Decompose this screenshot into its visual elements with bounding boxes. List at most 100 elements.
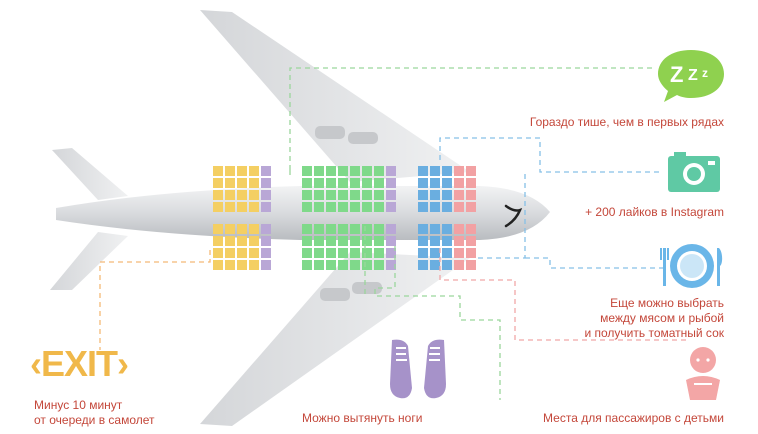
- seat-green: [362, 248, 372, 258]
- seat-green: [386, 166, 396, 176]
- seat-blue: [418, 236, 428, 246]
- seat-yellow: [249, 166, 259, 176]
- label-food-2: между мясом и рыбой: [600, 311, 724, 325]
- seat-blue: [454, 166, 464, 176]
- seat-green: [374, 236, 384, 246]
- seat-green: [338, 178, 348, 188]
- seat-green: [302, 236, 312, 246]
- seat-blue: [430, 248, 440, 258]
- seat-green: [326, 248, 336, 258]
- seat-blue: [454, 190, 464, 200]
- wing-bottom: [200, 252, 470, 426]
- seat-green: [314, 260, 324, 270]
- seat-green: [374, 190, 384, 200]
- seat-yellow: [249, 224, 259, 234]
- seat-green: [314, 236, 324, 246]
- seat-yellow: [225, 224, 235, 234]
- cockpit-window: [504, 204, 523, 228]
- seat-blue: [442, 224, 452, 234]
- svg-text:Z: Z: [688, 67, 698, 84]
- seat-blue: [454, 178, 464, 188]
- seat-yellow: [213, 224, 223, 234]
- seat-yellow: [261, 202, 271, 212]
- seat-green: [350, 236, 360, 246]
- seat-green: [374, 178, 384, 188]
- seat-green: [314, 190, 324, 200]
- seat-green: [362, 166, 372, 176]
- seat-yellow: [237, 248, 247, 258]
- seat-green: [314, 166, 324, 176]
- seat-blue: [442, 202, 452, 212]
- seat-green: [302, 190, 312, 200]
- seat-blue: [454, 236, 464, 246]
- plate-cutlery-icon: [660, 244, 723, 288]
- seat-green: [386, 236, 396, 246]
- seat-blue: [418, 190, 428, 200]
- seat-blue: [430, 190, 440, 200]
- seat-yellow: [225, 178, 235, 188]
- engine-4: [352, 282, 382, 294]
- seat-green: [350, 178, 360, 188]
- seat-yellow: [225, 190, 235, 200]
- seat-yellow: [237, 260, 247, 270]
- seat-green: [314, 248, 324, 258]
- seat-blue: [466, 260, 476, 270]
- seat-blue: [430, 166, 440, 176]
- sleep-bubble-icon: Z Z z: [658, 50, 724, 102]
- label-quiet: Гораздо тише, чем в первых рядах: [529, 115, 724, 129]
- seat-blue: [442, 236, 452, 246]
- seat-yellow: [237, 236, 247, 246]
- seat-green: [302, 202, 312, 212]
- seat-yellow: [249, 190, 259, 200]
- seat-blue: [454, 248, 464, 258]
- seat-green: [362, 178, 372, 188]
- seat-green: [350, 166, 360, 176]
- seat-yellow: [237, 166, 247, 176]
- seat-blue: [418, 166, 428, 176]
- tail-top: [52, 148, 128, 200]
- seat-blue: [454, 202, 464, 212]
- seat-yellow: [213, 166, 223, 176]
- seat-blue: [442, 260, 452, 270]
- seat-green: [338, 248, 348, 258]
- seat-blue: [442, 166, 452, 176]
- seat-yellow: [261, 248, 271, 258]
- seat-green: [302, 166, 312, 176]
- seat-blue: [454, 224, 464, 234]
- seat-yellow: [225, 202, 235, 212]
- seat-yellow: [225, 260, 235, 270]
- seat-green: [338, 236, 348, 246]
- seat-green: [386, 248, 396, 258]
- seat-green: [374, 224, 384, 234]
- seat-yellow: [249, 202, 259, 212]
- seat-green: [386, 260, 396, 270]
- seat-green: [338, 202, 348, 212]
- seat-yellow: [213, 236, 223, 246]
- seat-green: [326, 190, 336, 200]
- seat-map: [213, 166, 476, 270]
- seat-green: [314, 178, 324, 188]
- seat-blue: [442, 178, 452, 188]
- leader-legs: [374, 246, 501, 400]
- seat-green: [362, 190, 372, 200]
- seat-yellow: [213, 178, 223, 188]
- seat-yellow: [261, 178, 271, 188]
- seat-blue: [418, 260, 428, 270]
- svg-text:Z: Z: [670, 62, 683, 87]
- seat-blue: [466, 236, 476, 246]
- seat-green: [386, 224, 396, 234]
- seat-blue: [466, 190, 476, 200]
- seat-green: [326, 260, 336, 270]
- seat-green: [326, 224, 336, 234]
- seat-green: [338, 166, 348, 176]
- seat-green: [302, 260, 312, 270]
- seat-green: [374, 260, 384, 270]
- seat-blue: [430, 236, 440, 246]
- seat-green: [374, 202, 384, 212]
- seat-green: [338, 260, 348, 270]
- seat-yellow: [249, 236, 259, 246]
- seat-blue: [418, 224, 428, 234]
- seat-green: [362, 236, 372, 246]
